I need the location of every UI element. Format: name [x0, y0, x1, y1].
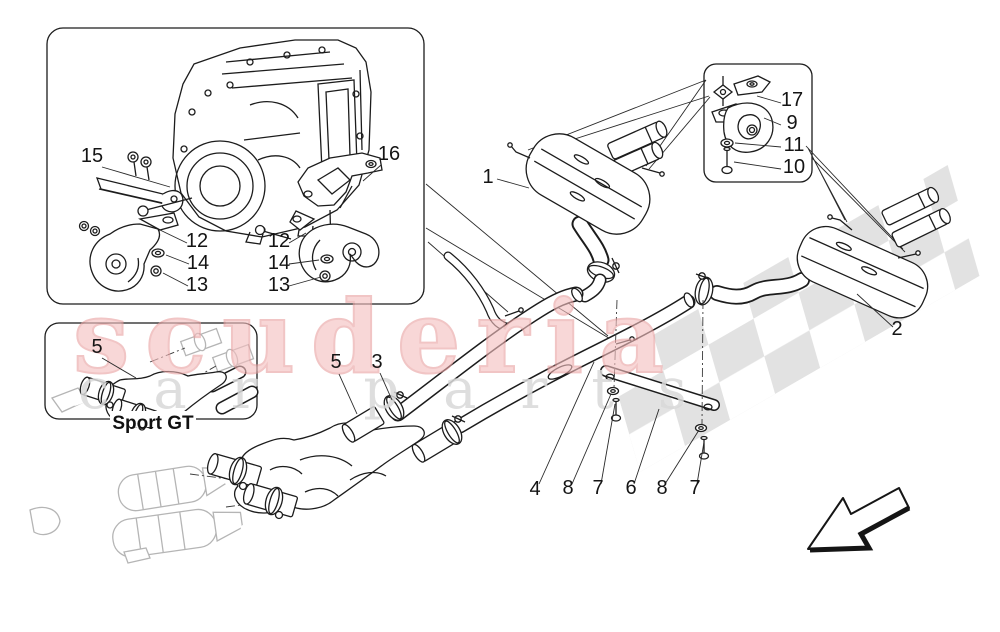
right-inlet-clamp — [694, 272, 714, 306]
gearbox-inset-box — [46, 27, 425, 305]
part-label-14-left: 14 — [187, 252, 209, 274]
part-labels: 1 2 3 4 5 5 6 7 7 8 8 9 10 11 12 12 13 1… — [81, 89, 903, 500]
part-label-16: 16 — [378, 143, 400, 165]
catalytic-converters-underlay — [29, 465, 273, 632]
part-label-15: 15 — [81, 145, 103, 167]
part-label-2: 2 — [891, 318, 902, 340]
brand-watermark: scuderia — [72, 277, 680, 397]
bypass-pipe-assembly — [206, 251, 696, 520]
part-label-14-right: 14 — [268, 252, 290, 274]
part-label-7-left: 7 — [592, 477, 603, 499]
subbrand-watermark: car parts — [78, 357, 731, 422]
centerlines — [613, 299, 704, 425]
sport-gt-inset-box: Sport GT — [44, 322, 259, 434]
strap-bracket — [600, 365, 720, 460]
left-mount-bracket-assembly — [78, 151, 193, 292]
part-label-13-left: 13 — [186, 274, 208, 296]
part-label-5-main: 5 — [330, 351, 341, 373]
pipe-clamp-3 — [383, 391, 408, 421]
part-label-8-right: 8 — [656, 477, 667, 499]
part-label-13-right: 13 — [268, 274, 290, 296]
leader-lines — [101, 95, 894, 485]
part-label-4: 4 — [529, 478, 540, 500]
part-label-17: 17 — [781, 89, 803, 111]
part-label-3: 3 — [371, 351, 382, 373]
part-label-5-sport: 5 — [91, 336, 102, 358]
right-silencer — [694, 186, 951, 319]
part-label-9: 9 — [786, 112, 797, 134]
part-label-10: 10 — [783, 156, 805, 178]
part-label-1: 1 — [482, 166, 493, 188]
hanger-detail-box — [703, 63, 813, 183]
direction-arrow-icon — [807, 487, 911, 553]
pipe-clamp-5 — [441, 415, 466, 445]
part-label-12-left: 12 — [186, 230, 208, 252]
part-label-12-right: 12 — [268, 230, 290, 252]
part-label-6: 6 — [625, 477, 636, 499]
sport-gt-caption: Sport GT — [112, 413, 194, 434]
right-mount-bracket-assembly — [254, 152, 383, 283]
left-silencer — [507, 120, 668, 303]
brand-watermark-text: scuderia — [73, 278, 680, 396]
part-label-7-right: 7 — [689, 477, 700, 499]
subbrand-watermark-text: car parts — [78, 357, 731, 422]
part-label-11: 11 — [784, 134, 805, 156]
part-label-8-left: 8 — [562, 477, 573, 499]
